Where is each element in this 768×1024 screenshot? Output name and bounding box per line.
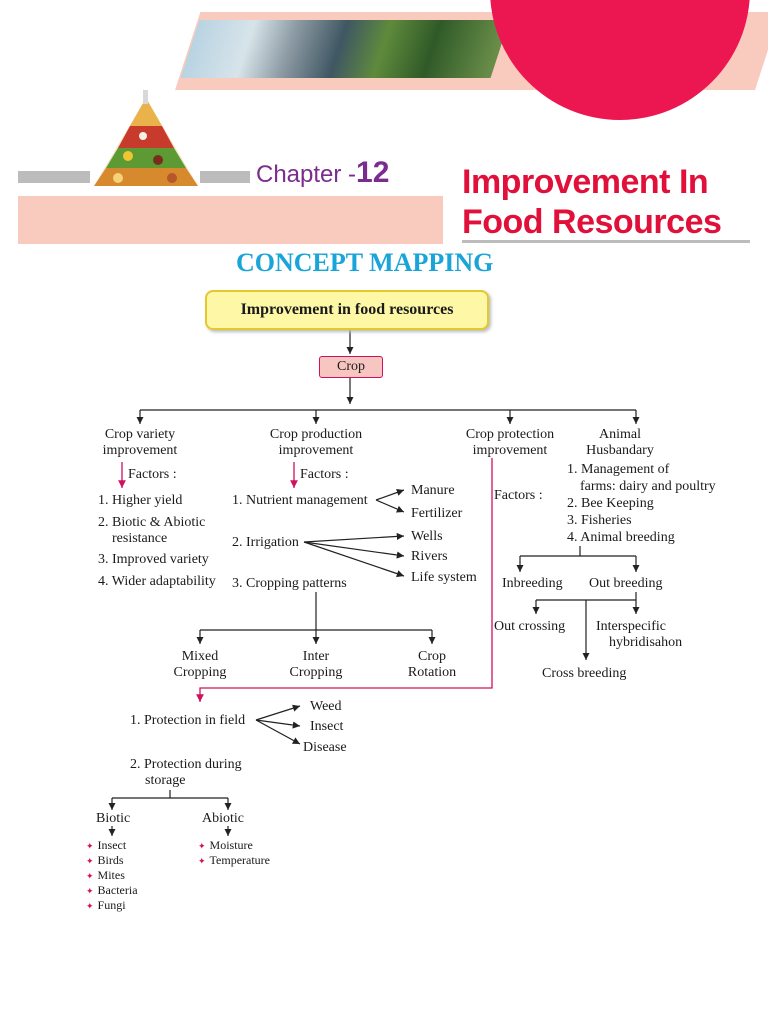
nutrient-management: 1. Nutrient management xyxy=(232,493,368,508)
irrigation-target-wells: Wells xyxy=(411,529,443,544)
page-title-line1: Improvement In xyxy=(462,163,709,201)
field-target-disease: Disease xyxy=(303,740,347,755)
nutrient-target-fertilizer: Fertilizer xyxy=(411,506,463,521)
protection-title-line2: improvement xyxy=(472,443,548,458)
animal-item-3: 3. Fisheries xyxy=(567,513,632,528)
cropping-type-mixed-line1: Mixed xyxy=(181,649,219,664)
biotic-item: Mites xyxy=(97,868,125,882)
animal-title-line2: Husbandary xyxy=(586,443,654,458)
cropping-type-inter-line2: Cropping xyxy=(289,665,343,680)
biotic-item: Fungi xyxy=(97,898,126,912)
animal-item-2: 2. Bee Keeping xyxy=(567,496,654,511)
cropping-type-rotation-line2: Rotation xyxy=(407,665,457,680)
variety-item-2b: resistance xyxy=(112,531,168,546)
cropping-type-mixed-line2: Cropping xyxy=(173,665,227,680)
cropping-type-inter-line1: Inter xyxy=(302,649,330,664)
animal-item-1: 1. Management of xyxy=(567,462,670,477)
outbreeding-label: Out breeding xyxy=(589,576,663,591)
variety-item-4: 4. Wider adaptability xyxy=(98,574,216,589)
list-item: ✦Moisture xyxy=(198,838,270,853)
cropping-type-inter: Inter Cropping xyxy=(276,649,356,681)
irrigation: 2. Irrigation xyxy=(232,535,299,550)
variety-item-1: 1. Higher yield xyxy=(98,493,183,508)
bullet-icon: ✦ xyxy=(86,886,94,896)
protection-title-line1: Crop protection xyxy=(465,427,555,442)
bullet-icon: ✦ xyxy=(86,856,94,866)
abiotic-label: Abiotic xyxy=(202,811,244,826)
section-title: CONCEPT MAPPING xyxy=(236,248,494,277)
list-item: ✦Insect xyxy=(86,838,138,853)
chapter-number: 12 xyxy=(356,156,390,189)
protection-title: Crop protection improvement xyxy=(455,427,565,459)
cropping-type-mixed: Mixed Cropping xyxy=(160,649,240,681)
production-factors-label: Factors : xyxy=(300,467,349,482)
animal-title: Animal Husbandary xyxy=(570,427,670,459)
protection-factors-label: Factors : xyxy=(494,488,543,503)
protection-in-field: 1. Protection in field xyxy=(130,713,246,728)
protection-storage-line2: storage xyxy=(145,773,186,788)
list-item: ✦Bacteria xyxy=(86,883,138,898)
cropping-patterns: 3. Cropping patterns xyxy=(232,576,347,591)
chapter-label: Chapter - xyxy=(256,161,357,188)
variety-item-2: 2. Biotic & Abiotic xyxy=(98,515,206,530)
inbreeding-label: Inbreeding xyxy=(502,576,563,591)
nutrient-target-manure: Manure xyxy=(411,483,455,498)
interspecific-line2: hybridisahon xyxy=(609,635,683,650)
animal-item-4: 4. Animal breeding xyxy=(567,530,675,545)
biotic-label: Biotic xyxy=(96,811,131,826)
variety-title-line1: Crop variety xyxy=(104,427,176,442)
cropping-type-rotation-line1: Crop xyxy=(418,649,446,664)
out-crossing-label: Out crossing xyxy=(494,619,566,634)
bullet-icon: ✦ xyxy=(86,901,94,911)
field-target-insect: Insect xyxy=(310,719,344,734)
page-title-line2: Food Resources xyxy=(462,203,722,241)
production-title-line1: Crop production xyxy=(269,427,363,442)
abiotic-item: Moisture xyxy=(209,838,253,852)
crop-node-box: Crop xyxy=(319,356,383,378)
root-node-label: Improvement in food resources xyxy=(240,301,454,318)
variety-title-line2: improvement xyxy=(102,443,178,458)
variety-title: Crop variety improvement xyxy=(90,427,190,459)
crop-node-label: Crop xyxy=(337,359,365,374)
production-title: Crop production improvement xyxy=(256,427,376,459)
abiotic-list: ✦Moisture ✦Temperature xyxy=(198,838,270,868)
list-item: ✦Birds xyxy=(86,853,138,868)
list-item: ✦Temperature xyxy=(198,853,270,868)
header-grey-bar xyxy=(18,171,90,183)
irrigation-target-rivers: Rivers xyxy=(411,549,448,564)
biotic-item: Birds xyxy=(97,853,124,867)
abiotic-item: Temperature xyxy=(209,853,271,867)
bullet-icon: ✦ xyxy=(86,871,94,881)
cropping-type-rotation: Crop Rotation xyxy=(392,649,472,681)
biotic-list: ✦Insect ✦Birds ✦Mites ✦Bacteria ✦Fungi xyxy=(86,838,138,913)
animal-item-1b: farms: dairy and poultry xyxy=(580,479,716,494)
bullet-icon: ✦ xyxy=(198,856,206,866)
irrigation-target-life-system: Life system xyxy=(411,570,477,585)
protection-storage: 2. Protection during storage xyxy=(130,757,242,789)
field-target-weed: Weed xyxy=(310,699,342,714)
list-item: ✦Fungi xyxy=(86,898,138,913)
bullet-icon: ✦ xyxy=(86,841,94,851)
production-title-line2: improvement xyxy=(278,443,354,458)
list-item: ✦Mites xyxy=(86,868,138,883)
biotic-item: Bacteria xyxy=(97,883,138,897)
protection-storage-line1: 2. Protection during xyxy=(130,757,242,772)
food-pyramid-image xyxy=(94,90,198,186)
title-underline xyxy=(462,240,750,243)
bullet-icon: ✦ xyxy=(198,841,206,851)
cross-breeding-label: Cross breeding xyxy=(542,666,627,681)
header-salmon-band-bottom xyxy=(18,196,443,244)
chapter-heading: Chapter -12 xyxy=(256,156,389,190)
variety-factors-label: Factors : xyxy=(128,467,177,482)
biotic-item: Insect xyxy=(97,838,127,852)
variety-item-3: 3. Improved variety xyxy=(98,552,209,567)
interspecific-label: Interspecific hybridisahon xyxy=(596,619,682,651)
header-grey-bar-right xyxy=(200,171,250,183)
interspecific-line1: Interspecific xyxy=(596,619,666,634)
animal-title-line1: Animal xyxy=(599,427,641,442)
root-node-box: Improvement in food resources xyxy=(205,290,489,330)
